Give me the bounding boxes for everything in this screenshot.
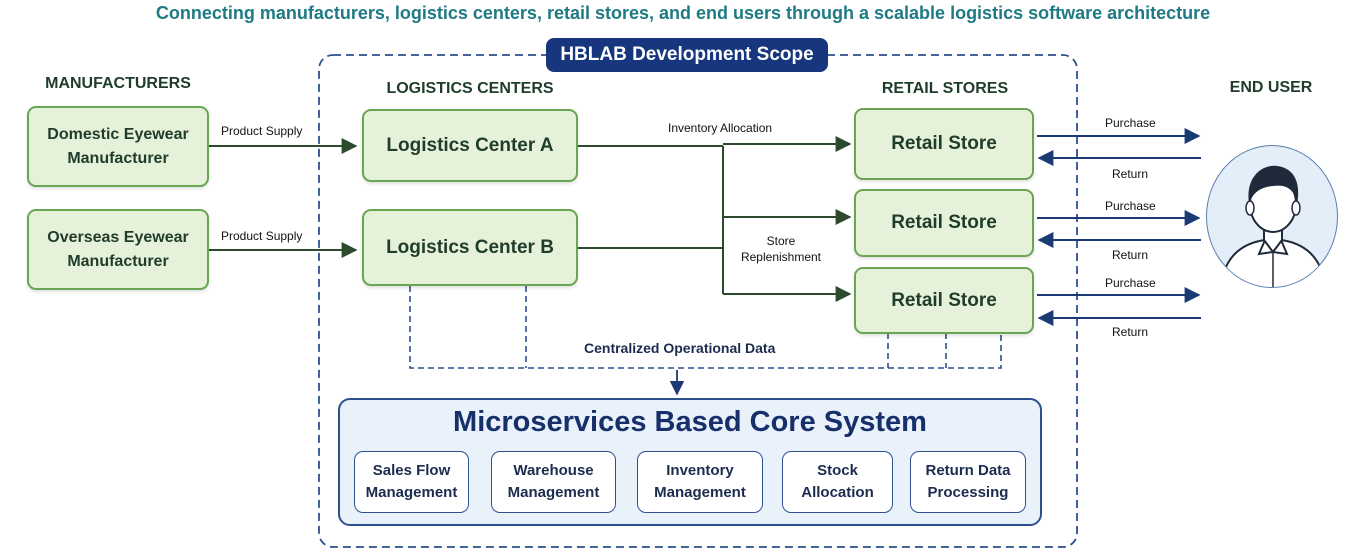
service-sales-flow-line1: Sales Flow (372, 462, 451, 479)
service-warehouse-line2: Management (507, 484, 600, 501)
core-system-title: Microservices Based Core System (453, 406, 927, 438)
label-centralized-data: Centralized Operational Data (584, 340, 776, 356)
label-return-1: Return (1112, 167, 1149, 181)
service-return-data-line2: Processing (927, 484, 1009, 501)
manufacturer-domestic-line2: Manufacturer (67, 149, 169, 167)
diagram-subtitle: Connecting manufacturers, logistics cent… (155, 3, 1211, 23)
logistics-center-b: Logistics Center B (362, 209, 578, 286)
manufacturer-overseas-line2: Manufacturer (67, 252, 169, 270)
label-return-2: Return (1112, 248, 1149, 262)
service-warehouse-line1: Warehouse (513, 462, 594, 479)
end-user-avatar (1206, 145, 1338, 288)
label-inventory-allocation: Inventory Allocation (668, 121, 773, 135)
label-product-supply-1: Product Supply (221, 124, 303, 138)
service-inventory-line2: Management (654, 484, 746, 501)
label-store-replenishment-line2: Replenishment (740, 250, 822, 264)
person-avatar-icon (1220, 165, 1326, 287)
label-store-replenishment-line1: Store (766, 234, 796, 248)
label-purchase-3: Purchase (1105, 276, 1156, 290)
logistics-center-a: Logistics Center A (362, 109, 578, 182)
header-end-user: END USER (1229, 79, 1313, 96)
service-stock-allocation-line1: Stock (817, 462, 858, 479)
header-logistics-centers: LOGISTICS CENTERS (386, 80, 554, 97)
service-stock-allocation-line2: Allocation (801, 484, 874, 501)
service-return-data-line1: Return Data (925, 462, 1011, 479)
header-manufacturers: MANUFACTURERS (45, 75, 191, 92)
label-return-3: Return (1112, 325, 1149, 339)
service-inventory-line1: Inventory (666, 462, 734, 479)
service-sales-flow-line2: Management (365, 484, 458, 501)
retail-store-2: Retail Store (854, 189, 1034, 257)
retail-store-3: Retail Store (854, 267, 1034, 334)
label-purchase-2: Purchase (1105, 199, 1156, 213)
retail-store-1: Retail Store (854, 108, 1034, 180)
scope-label: HBLAB Development Scope (546, 38, 828, 72)
manufacturer-overseas-line1: Overseas Eyewear (47, 228, 189, 246)
label-purchase-1: Purchase (1105, 116, 1156, 130)
manufacturer-domestic-line1: Domestic Eyewear (47, 125, 189, 143)
label-store-replenishment: Store Replenishment (735, 233, 827, 265)
label-product-supply-2: Product Supply (221, 229, 303, 243)
header-retail-stores: RETAIL STORES (881, 80, 1009, 97)
centralized-data-links (409, 286, 1002, 369)
